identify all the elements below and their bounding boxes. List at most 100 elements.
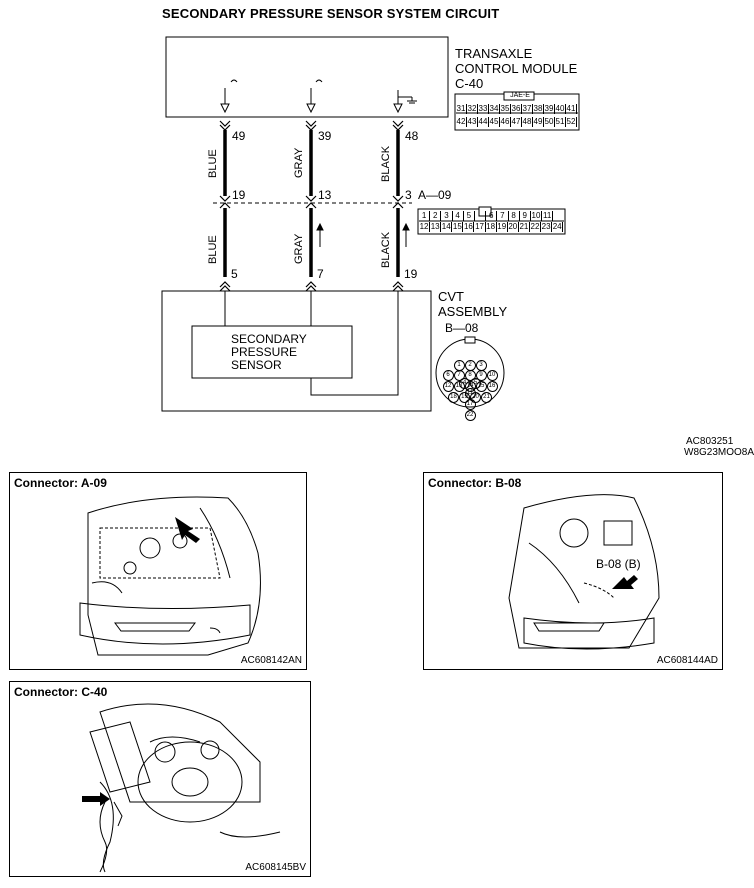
pin-cell: 48 bbox=[522, 117, 533, 127]
wire-color-black-lower: BLACK bbox=[380, 231, 392, 268]
b08-pin: 20 bbox=[470, 392, 481, 403]
pin-cell: 40 bbox=[555, 104, 566, 114]
wire-color-black-upper: BLACK bbox=[380, 145, 392, 182]
b08-pin: 9 bbox=[475, 370, 487, 381]
figure-code-2: W8G23MOO8A bbox=[684, 447, 754, 458]
sensor-box bbox=[191, 325, 353, 379]
tcm-connector-label: C-40 bbox=[455, 76, 484, 91]
pin-cell: 42 bbox=[456, 117, 467, 127]
pin-cell: 39 bbox=[544, 104, 555, 114]
b08-pin: 15 bbox=[475, 381, 487, 392]
dashboard-illustration-c40 bbox=[82, 703, 281, 873]
a09-connector-label: A—09 bbox=[418, 188, 452, 202]
cvt-terminal-chevrons bbox=[219, 281, 404, 292]
sensor-label-line1: SECONDARY bbox=[231, 332, 307, 346]
pin-cell: 3 bbox=[441, 211, 453, 221]
pin-cell: 49 bbox=[533, 117, 544, 127]
panel-c40-code: AC608145BV bbox=[245, 862, 306, 873]
pin-cell: 6 bbox=[486, 211, 498, 221]
pin-cell bbox=[475, 211, 487, 221]
pin-cell: 23 bbox=[541, 222, 553, 232]
tcm-pin-black: 48 bbox=[405, 129, 419, 143]
pin-cell: 5 bbox=[464, 211, 475, 221]
connector-b08-panel: Connector: B-08 B-08 (B) AC608144AD bbox=[423, 472, 723, 670]
pin-cell: 46 bbox=[500, 117, 511, 127]
connector-a09-panel: Connector: A-09 AC608142AN bbox=[9, 472, 307, 670]
pin-cell: 9 bbox=[520, 211, 531, 221]
pin-cell: 51 bbox=[555, 117, 566, 127]
pin-cell: 19 bbox=[497, 222, 508, 232]
tcm-label-line2: CONTROL MODULE bbox=[455, 61, 578, 76]
pin-cell: 52 bbox=[566, 117, 577, 127]
b08-pin: 6 bbox=[442, 370, 454, 381]
b08-connector-label: B—08 bbox=[445, 321, 479, 335]
sensor-label-line3: SENSOR bbox=[231, 358, 282, 372]
cvt-label-line2: ASSEMBLY bbox=[438, 304, 508, 319]
a09-connector-graphic bbox=[417, 206, 566, 235]
cvt-label-line1: CVT bbox=[438, 289, 464, 304]
wire-color-gray-lower: GRAY bbox=[293, 233, 305, 264]
pin-cell: 31 bbox=[456, 104, 467, 114]
pin-cell: 18 bbox=[486, 222, 497, 232]
b08-pin: 7 bbox=[453, 370, 465, 381]
pin-cell: 47 bbox=[511, 117, 522, 127]
pin-cell: 20 bbox=[508, 222, 519, 232]
pin-cell: 8 bbox=[509, 211, 520, 221]
a09-pin-black: 3 bbox=[405, 188, 412, 202]
pointer-arrow-c40 bbox=[82, 792, 110, 806]
panel-c40-title: Connector: C-40 bbox=[14, 685, 108, 699]
pin-cell: 16 bbox=[463, 222, 475, 232]
tcm-terminal-chevrons bbox=[219, 120, 404, 131]
pin-cell: 21 bbox=[519, 222, 530, 232]
engine-bay-illustration-a09 bbox=[79, 496, 261, 656]
pointer-arrow-b08 bbox=[612, 575, 638, 589]
a09-pin-blue: 19 bbox=[232, 188, 246, 202]
pin-cell: 10 bbox=[531, 211, 543, 221]
cvt-pin-blue: 5 bbox=[231, 267, 238, 281]
pin-cell: 17 bbox=[475, 222, 486, 232]
pin-cell: 36 bbox=[511, 104, 522, 114]
b08-callout: B-08 (B) bbox=[596, 557, 641, 571]
pin-cell: 37 bbox=[522, 104, 533, 114]
a09-chevrons bbox=[219, 195, 404, 209]
c40-connector-graphic bbox=[454, 91, 580, 131]
b08-pin: 13 bbox=[453, 381, 465, 392]
pin-cell: 24 bbox=[552, 222, 564, 232]
b08-pin: 16 bbox=[486, 381, 498, 392]
pin-cell: 50 bbox=[544, 117, 555, 127]
pointer-arrow-a09 bbox=[175, 517, 200, 543]
wire-color-blue-upper: BLUE bbox=[207, 149, 219, 178]
pin-cell: 7 bbox=[497, 211, 509, 221]
wire-color-blue-lower: BLUE bbox=[207, 235, 219, 264]
tcm-housing-label: JAE-E bbox=[510, 92, 530, 99]
b08-pin: 18 bbox=[448, 392, 459, 403]
pin-cell: 43 bbox=[467, 117, 478, 127]
tcm-pin-gray: 39 bbox=[318, 129, 332, 143]
connector-c40-panel: Connector: C-40 AC608145BV bbox=[9, 681, 311, 877]
cvt-pin-gray: 7 bbox=[317, 267, 324, 281]
pin-cell: 41 bbox=[566, 104, 577, 114]
b08-pin: 10 bbox=[486, 370, 498, 381]
tcm-pin-blue: 49 bbox=[232, 129, 246, 143]
b08-pin: 21 bbox=[481, 392, 492, 403]
b08-pin: 19 bbox=[459, 392, 470, 403]
pin-cell: 33 bbox=[478, 104, 489, 114]
signal-arrows bbox=[316, 222, 410, 247]
pin-cell: 13 bbox=[430, 222, 442, 232]
panel-b08-title: Connector: B-08 bbox=[428, 476, 522, 490]
tcm-internal-symbols bbox=[220, 79, 417, 114]
tcm-box bbox=[165, 36, 449, 118]
pin-cell: 38 bbox=[533, 104, 544, 114]
wires-upper bbox=[223, 130, 400, 196]
wires-lower bbox=[223, 208, 400, 277]
wire-color-gray-upper: GRAY bbox=[293, 147, 305, 178]
pin-cell: 14 bbox=[441, 222, 453, 232]
pin-cell: 34 bbox=[489, 104, 500, 114]
circuit-diagram bbox=[161, 36, 580, 412]
pin-cell: 11 bbox=[543, 211, 554, 221]
pin-cell: 1 bbox=[419, 211, 431, 221]
engine-bay-illustration-b08 bbox=[508, 494, 660, 650]
